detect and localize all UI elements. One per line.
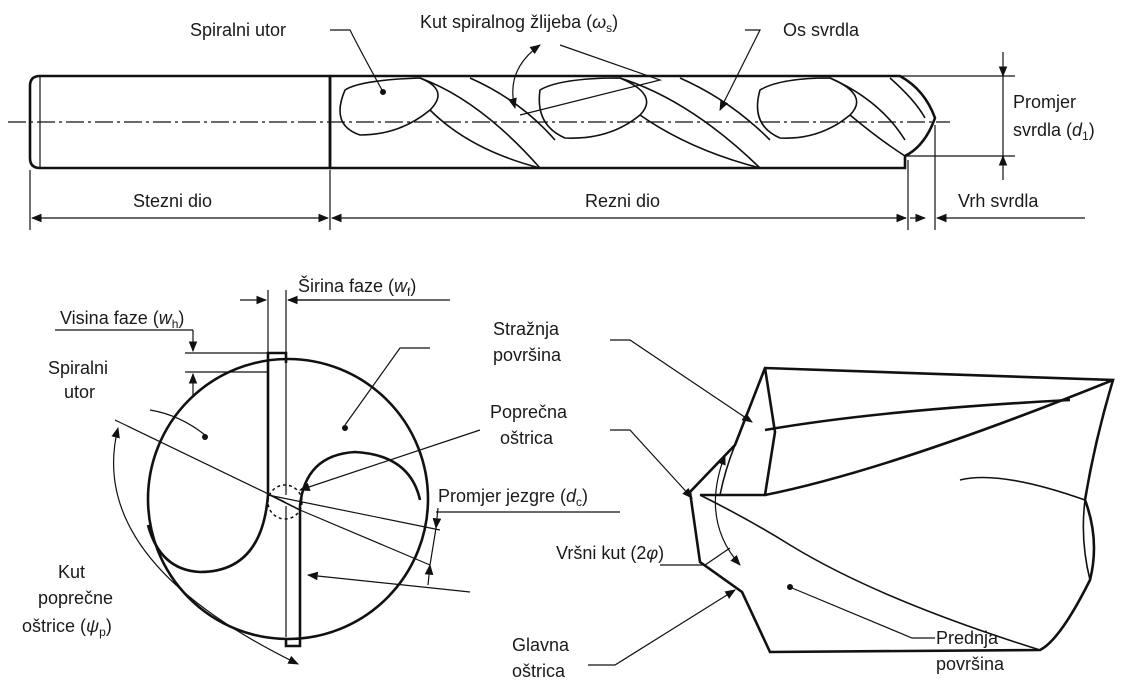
label-flank-line1: Stražnja xyxy=(493,319,560,339)
label-point-angle: Vršni kut (2φ) xyxy=(556,543,664,563)
label-drill-tip: Vrh svrdla xyxy=(958,191,1039,211)
label-core-diameter: Promjer jezgre (dc) xyxy=(438,486,588,509)
label-rake-line1: Prednja xyxy=(936,628,999,648)
drill-tip-view xyxy=(588,339,1115,666)
label-flank-line2: površina xyxy=(493,345,562,365)
drill-body xyxy=(330,74,937,170)
label-helix-angle: Kut spiralnog žlijeba (ωs) xyxy=(420,12,618,35)
label-chisel-angle-line1: Kut xyxy=(58,562,85,582)
label-spiral-groove-line1: Spiralni xyxy=(48,358,108,378)
label-diameter-line1: Promjer xyxy=(1013,92,1076,112)
label-diameter-line2: svrdla (d1) xyxy=(1013,120,1095,143)
label-spiral-groove-top: Spiralni utor xyxy=(190,20,286,40)
label-chisel-edge-line2: oštrica xyxy=(500,428,554,448)
drill-side-view xyxy=(8,29,1085,230)
drill-flutes xyxy=(339,77,926,169)
label-chisel-angle-line3: oštrice (ψp) xyxy=(22,616,112,639)
label-chisel-angle-line2: poprečne xyxy=(38,588,113,608)
label-chisel-edge-line1: Poprečna xyxy=(490,402,568,422)
label-chamfer-width: Širina faze (wf) xyxy=(298,275,416,299)
label-main-edge-line1: Glavna xyxy=(512,635,570,655)
label-spiral-groove-line2: utor xyxy=(64,382,95,402)
label-rake-line2: površina xyxy=(936,654,1005,674)
label-chamfer-height: Visina faze (wh) xyxy=(60,308,184,331)
label-drill-axis: Os svrdla xyxy=(783,20,860,40)
label-main-edge-line2: oštrica xyxy=(512,661,566,681)
label-cutting-part: Rezni dio xyxy=(585,191,660,211)
label-shank: Stezni dio xyxy=(133,191,212,211)
drill-tip-outline xyxy=(688,366,1115,654)
drill-cross-section xyxy=(55,290,620,665)
